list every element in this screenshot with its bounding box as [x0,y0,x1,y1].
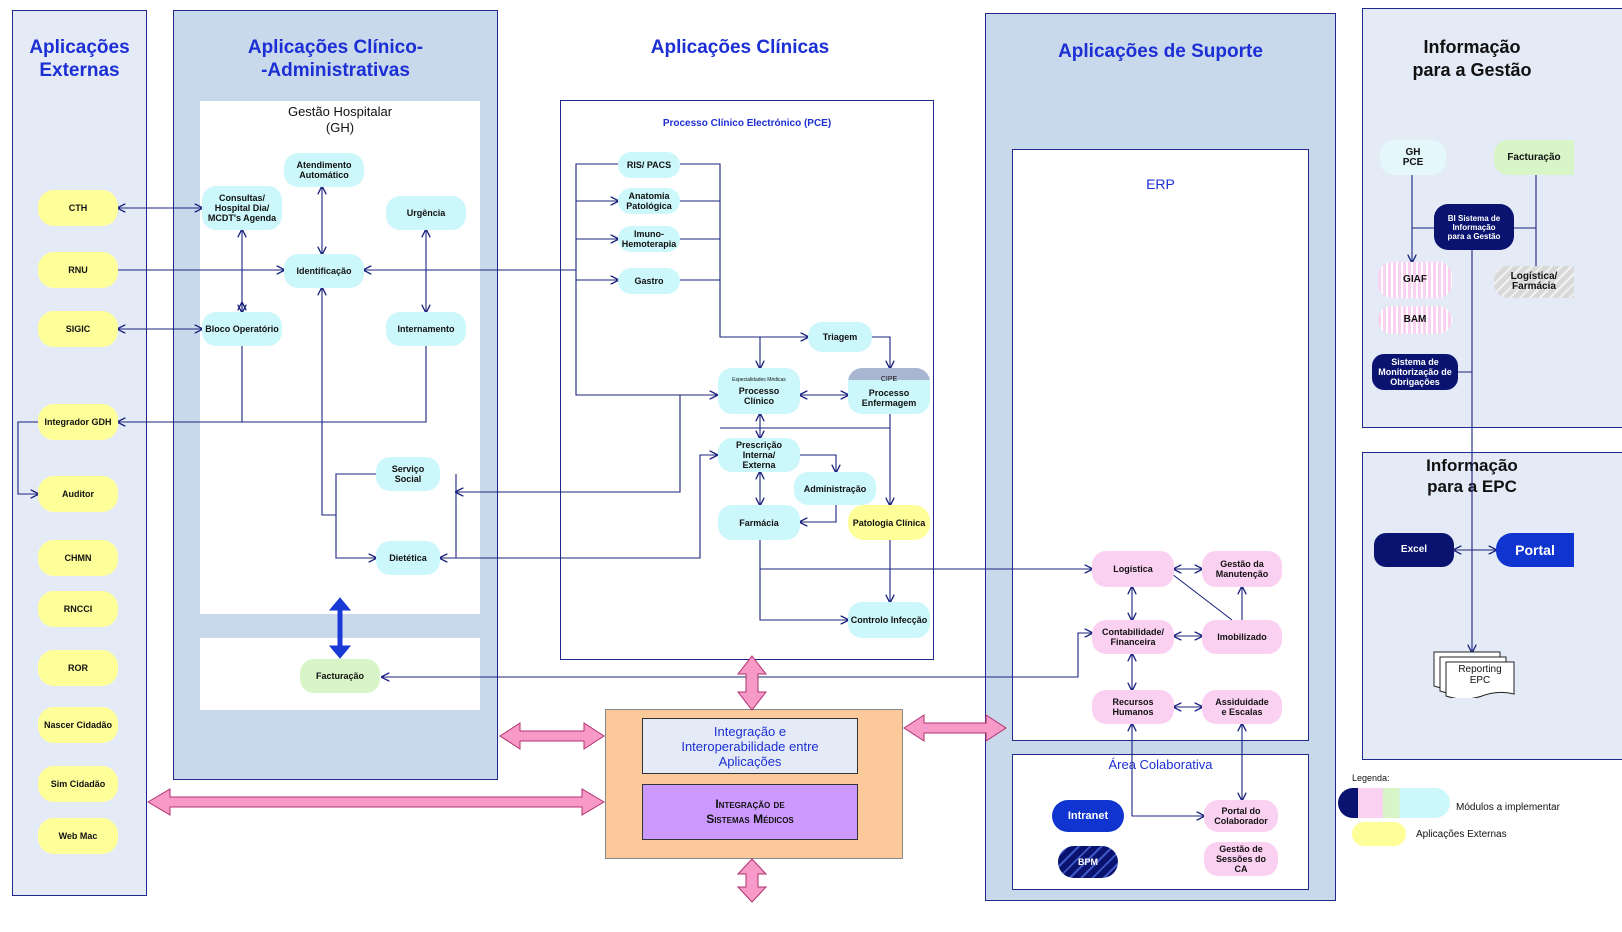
pce-processo-enfermagem-label: Processo Enfermagem [861,387,917,408]
colab-intranet[interactable]: Intranet [1052,800,1124,832]
legend-label-externas: Aplicações Externas [1416,829,1507,840]
pce-gastro[interactable]: Gastro [618,268,680,294]
ext-chmn[interactable]: CHMN [38,540,118,576]
ext-nascer-cidadao[interactable]: Nascer Cidadão [38,707,118,743]
ext-ror[interactable]: ROR [38,650,118,686]
interop-box: Integração e Interoperabilidade entre Ap… [642,718,858,774]
pce-ris-pacs[interactable]: RIS/ PACS [618,152,680,178]
pce-processo-enfermagem[interactable]: CIPE Processo Enfermagem [848,368,930,414]
colab-portal-colaborador[interactable]: Portal do Colaborador [1204,800,1278,832]
pce-triagem[interactable]: Triagem [808,322,872,352]
sistemas-medicos-1: Integração de [715,797,785,811]
pce-controlo-infeccao[interactable]: Controlo Infecção [848,602,930,638]
ext-auditor[interactable]: Auditor [38,476,118,512]
pce-processo-clinico[interactable]: Especialidades Médicas Processo Clínico [718,368,800,414]
gh-consultas[interactable]: Consultas/ Hospital Dia/ MCDT's Agenda [202,186,282,230]
pce-farmacia[interactable]: Farmácia [718,505,800,540]
panel-aplicacoes-externas [12,10,147,896]
epc-excel[interactable]: Excel [1374,533,1454,567]
pce-administracao[interactable]: Administração [794,472,876,505]
epc-portal[interactable]: Portal [1496,533,1574,567]
gestao-bi[interactable]: BI Sistema de Informação para a Gestão [1434,204,1514,250]
gestao-logistica[interactable]: Logística/ Farmácia [1494,266,1574,298]
erp-contabilidade[interactable]: Contabilidade/ Financeira [1092,620,1174,654]
gestao-title-1: Informação [1423,37,1521,57]
legend-title: Legenda: [1352,773,1390,783]
gestao-title: Informação para a Gestão [1362,36,1582,82]
legend-label-modules: Módulos a implementar [1456,802,1560,813]
pce-cipe: CIPE [880,375,898,383]
gh-facturacao[interactable]: Facturação [300,659,380,693]
sistemas-medicos-box: Integração de Sistemas Médicos [642,784,858,840]
gh-internamento[interactable]: Internamento [386,312,466,346]
gestao-monitorizacao[interactable]: Sistema de Monitorização de Obrigações [1372,354,1458,390]
erp-recursos-humanos[interactable]: Recursos Humanos [1092,690,1174,724]
gh-dietetica[interactable]: Dietética [376,541,440,575]
erp-assiduidade[interactable]: Assiduidade e Escalas [1202,690,1282,724]
gestao-bam[interactable]: BAM [1378,306,1452,334]
reporting-doc-icon [1433,651,1515,698]
ext-web-mac[interactable]: Web Mac [38,818,118,854]
externas-title-1: Aplicações [29,37,130,58]
gestao-giaf[interactable]: GIAF [1378,262,1452,298]
erp-imobilizado[interactable]: Imobilizado [1202,620,1282,654]
ext-integrador-gdh[interactable]: Integrador GDH [38,404,118,440]
erp-gestao-manutencao[interactable]: Gestão da Manutenção [1202,551,1282,587]
gestao-facturacao[interactable]: Facturação [1494,140,1574,175]
pce-anatomia[interactable]: Anatomia Patológica [618,188,680,214]
legend-swatch-modules [1338,788,1450,818]
externas-title: Aplicações Externas [12,36,147,82]
suporte-title: Aplicações de Suporte [1058,41,1263,62]
ext-rnu[interactable]: RNU [38,252,118,288]
colab-bpm[interactable]: BPM [1058,846,1118,878]
gestao-gh-pce[interactable]: GH PCE [1380,140,1446,175]
legend-swatch-externas [1352,822,1406,846]
clinicas-title: Aplicações Clínicas [650,37,830,58]
externas-title-2: Externas [39,60,120,81]
panel-epc [1362,452,1622,760]
epc-reporting[interactable]: Reporting EPC [1458,664,1502,686]
ext-rncci[interactable]: RNCCI [38,591,118,627]
gh-atendimento[interactable]: Atendimento Automático [284,153,364,187]
gh-servico-social[interactable]: Serviço Social [376,457,440,491]
clinico-admin-title-2: -Administrativas [261,60,410,81]
pce-especialidades: Especialidades Médicas [732,376,786,383]
ext-sim-cidadao[interactable]: Sim Cidadão [38,766,118,802]
gh-title-2: (GH) [325,120,355,135]
sistemas-medicos-2: Sistemas Médicos [706,812,794,826]
pce-title: Processo Clínico Electrónico (PCE) [662,118,832,129]
gh-identificacao[interactable]: Identificação [284,254,364,288]
ext-sigic[interactable]: SIGIC [38,311,118,347]
gh-title: Gestão Hospitalar (GH) [200,104,480,136]
pce-patologia[interactable]: Patologia Clínica [848,505,930,540]
gestao-title-2: para a Gestão [1412,60,1532,80]
clinico-admin-title-1: Aplicações Clínico- [247,37,424,58]
erp-logistica[interactable]: Logística [1092,551,1174,587]
erp-title: ERP [1146,176,1175,192]
clinico-admin-title: Aplicações Clínico- -Administrativas [173,36,498,82]
gh-bloco-operatorio[interactable]: Bloco Operatório [202,312,282,346]
pce-processo-clinico-label: Processo Clínico [738,385,780,406]
ext-cth[interactable]: CTH [38,190,118,226]
gh-urgencia[interactable]: Urgência [386,196,466,230]
pce-imuno[interactable]: Imuno- Hemoterapia [618,226,680,252]
pce-prescricao[interactable]: Prescrição Interna/ Externa [718,438,800,472]
colab-gestao-sessoes[interactable]: Gestão de Sessões do CA [1204,842,1278,876]
gh-title-1: Gestão Hospitalar [287,104,393,119]
